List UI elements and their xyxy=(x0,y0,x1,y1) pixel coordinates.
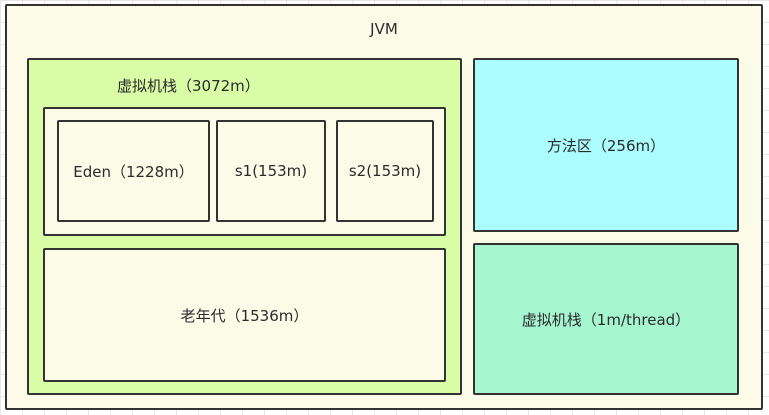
survivor-s2-space: s2(153m) xyxy=(336,120,434,222)
old-generation-space: 老年代（1536m） xyxy=(43,248,446,382)
jvm-label: JVM xyxy=(370,20,398,38)
s2-label: s2(153m) xyxy=(348,162,422,180)
heap-label: 虚拟机栈（3072m） xyxy=(117,77,260,95)
vm-stack: 虚拟机栈（1m/thread） xyxy=(473,243,739,395)
eden-space: Eden（1228m） xyxy=(57,120,210,222)
s1-label: s1(153m) xyxy=(234,162,308,180)
vm-stack-label: 虚拟机栈（1m/thread） xyxy=(521,310,691,329)
method-area-label: 方法区（256m） xyxy=(546,136,666,155)
method-area: 方法区（256m） xyxy=(473,58,739,232)
survivor-s1-space: s1(153m) xyxy=(216,120,326,222)
eden-label: Eden（1228m） xyxy=(73,162,194,181)
old-generation-label: 老年代（1536m） xyxy=(180,306,309,325)
